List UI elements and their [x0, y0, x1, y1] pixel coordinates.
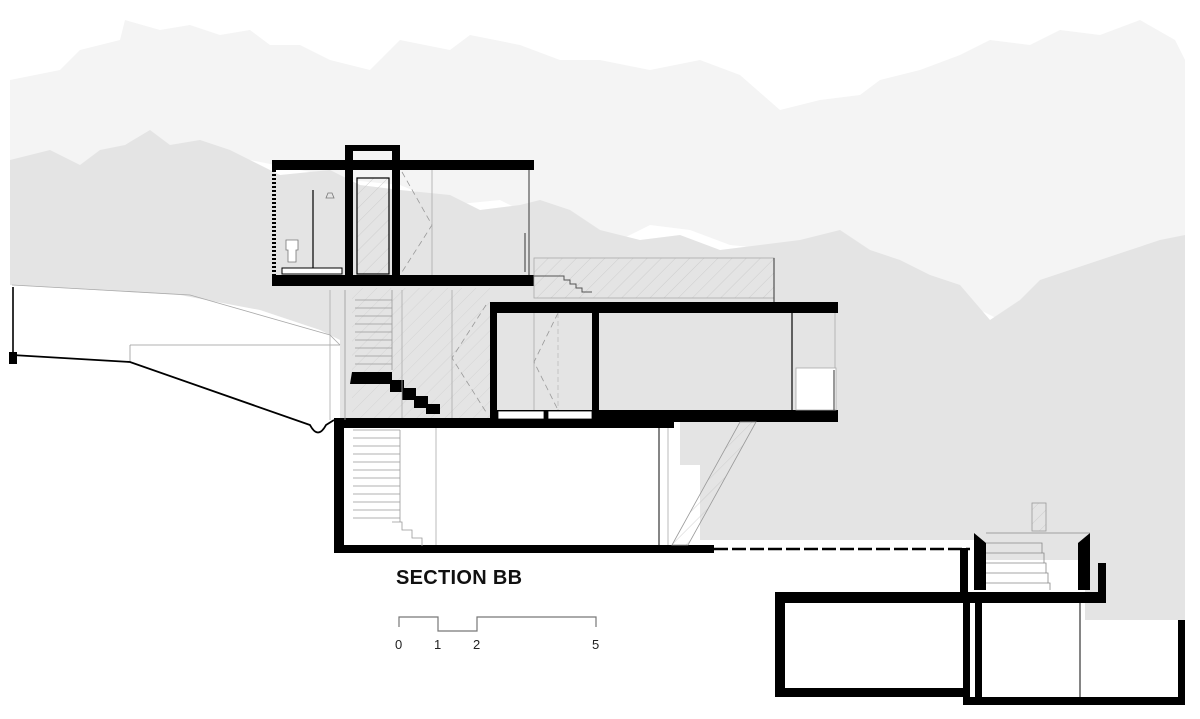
upper-floor-slab [272, 275, 534, 286]
entry-stair-treads [986, 532, 1090, 590]
diagonal-strut [671, 421, 757, 546]
lower-floor-slab [334, 545, 714, 553]
ground-line-left [11, 354, 335, 434]
scale-bar [398, 616, 597, 632]
terrace-planter [533, 257, 775, 302]
door-swing-closet [533, 312, 559, 411]
bath-tub [281, 267, 343, 275]
room1-floor [775, 688, 967, 697]
garden-slab-top [775, 592, 1106, 603]
pool-wall [1178, 620, 1185, 704]
tree-far [10, 20, 1185, 330]
upper-level [272, 145, 534, 286]
section-title: SECTION BB [396, 567, 523, 589]
left-terrain [9, 284, 346, 434]
ground-wall-left [11, 284, 341, 346]
upper-roof-slab [272, 160, 534, 170]
lower-stair-landing [392, 521, 423, 546]
scale-label-2: 2 [473, 637, 481, 652]
skylight-cap [348, 145, 394, 151]
boundary-post [9, 352, 17, 364]
lower-roof-slab [334, 418, 674, 428]
room2-wall-left [975, 592, 982, 704]
middle-level [334, 288, 838, 428]
garden-level [775, 502, 1185, 705]
pool-water [1085, 620, 1178, 697]
partition-wall [592, 302, 599, 422]
core-wall-right [392, 145, 400, 278]
pergola-post [1031, 502, 1047, 532]
shower-head-icon [325, 192, 335, 199]
room1-wall-right [963, 592, 970, 704]
lower-level [334, 420, 970, 553]
room2-floor [963, 697, 1083, 705]
stair-treads-lower [353, 429, 401, 522]
scale-label-0: 0 [395, 637, 403, 652]
scale-label-5: 5 [592, 637, 600, 652]
drawer-1 [497, 410, 545, 420]
terrace-steps [534, 275, 592, 293]
core-glass [356, 177, 390, 275]
door-swing-hall [451, 304, 487, 413]
lower-wall-left [334, 420, 344, 552]
middle-roof-slab [490, 302, 838, 313]
closet-wall-left [490, 302, 497, 422]
entry-stair-walls [974, 533, 986, 590]
scale-label-1: 1 [434, 637, 442, 652]
stair-treads-upper [355, 290, 393, 370]
pool-floor [1080, 697, 1185, 705]
room1-wall-left [775, 592, 785, 697]
stair-cut [350, 372, 440, 414]
drawer-2 [547, 410, 593, 420]
terrace-bench [795, 367, 837, 411]
toilet-icon [285, 239, 299, 263]
core-wall-left [345, 145, 353, 278]
